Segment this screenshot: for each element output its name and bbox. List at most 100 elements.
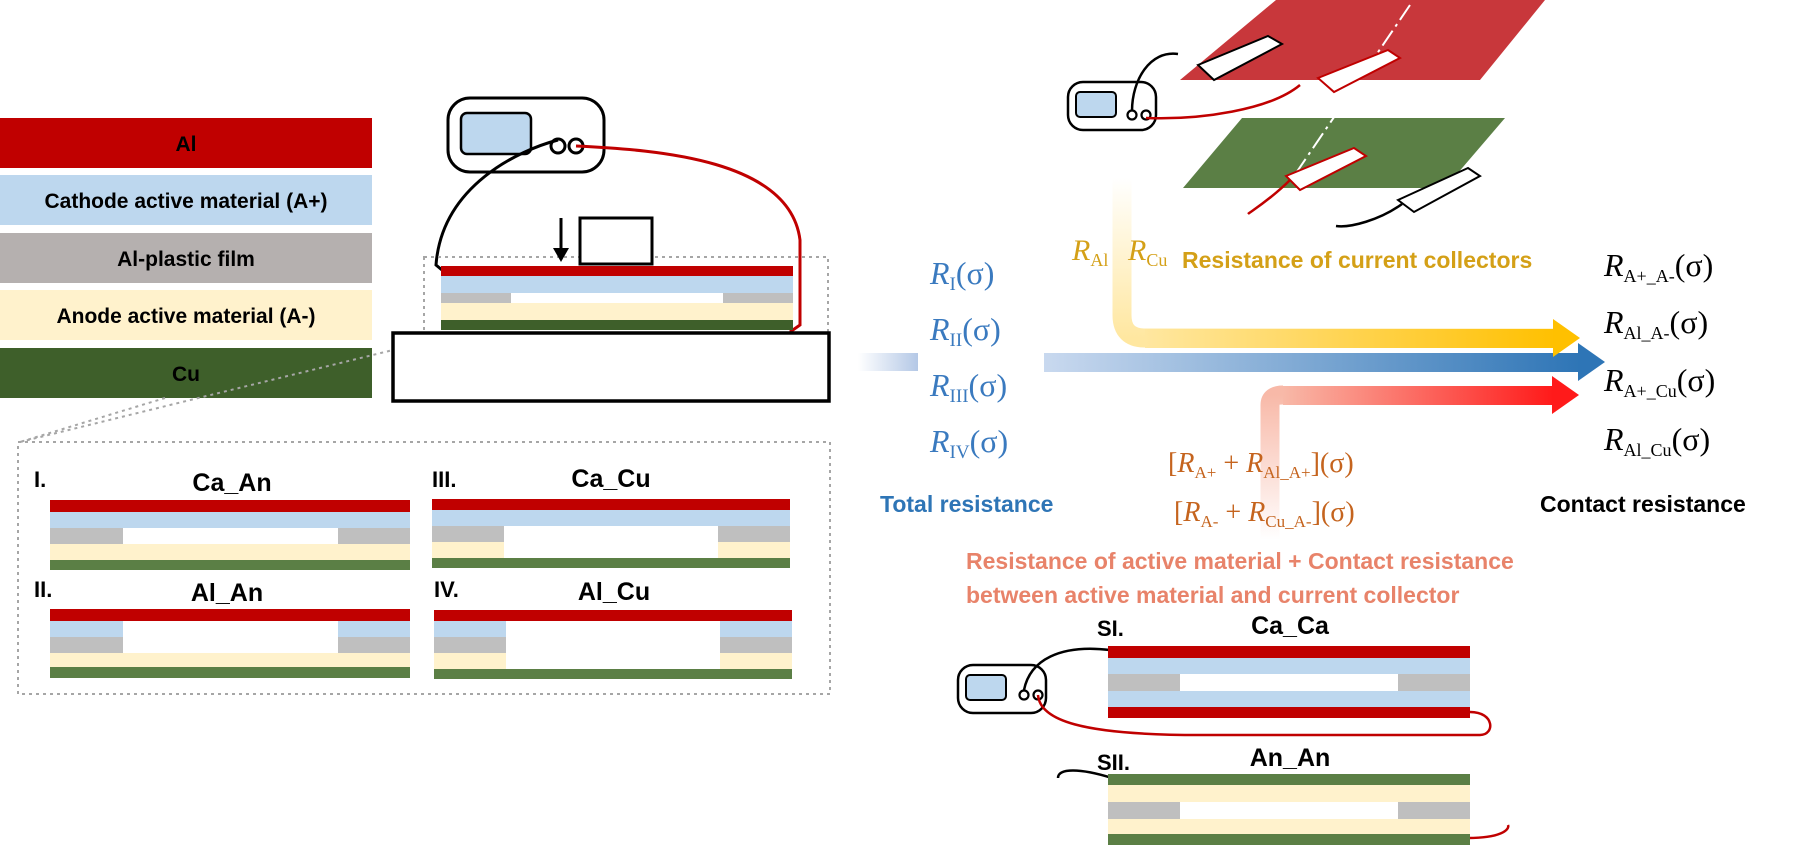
stack-cu	[441, 320, 793, 330]
stack-cathode	[441, 276, 793, 293]
legend-film-label: Al-plastic film	[117, 248, 255, 271]
active-label-line2: between active material and current coll…	[966, 582, 1459, 608]
active-term-1: [RA+ + RAl_A+](σ)	[1168, 448, 1354, 482]
layer-film-left	[434, 637, 506, 653]
layer-film-right	[338, 528, 410, 544]
config-al-cu: IV. Al_Cu	[434, 577, 792, 679]
configurations-frame	[17, 441, 831, 695]
layer-anode-right	[718, 542, 790, 558]
total-r2: RII(σ)	[929, 311, 1001, 351]
layer-film-right	[718, 526, 790, 542]
cell-ca-ca: SI. Ca_Ca	[1097, 612, 1470, 718]
layer-cu	[50, 667, 410, 678]
layer-al-top	[1108, 646, 1470, 658]
press-weight	[578, 216, 654, 266]
configurations-panel: I. Ca_An II. Al_An III. Ca_Cu	[17, 349, 831, 695]
config-ca-cu: III. Ca_Cu	[432, 465, 790, 568]
collector-r-al: RAl	[1071, 234, 1108, 270]
contact-resistance-group: RA+_A-(σ) RAl_A-(σ) RA+_Cu(σ) RAl_Cu(σ) …	[1540, 247, 1746, 517]
total-resistance-label: Total resistance	[880, 491, 1053, 517]
legend-anode-label: Anode active material (A-)	[56, 305, 315, 328]
legend-cu-label: Cu	[172, 363, 200, 386]
zoom-frame	[423, 256, 829, 335]
total-resistance-group: RI(σ) RII(σ) RIII(σ) RIV(σ) Total resist…	[880, 255, 1053, 517]
meter2-screen	[1075, 91, 1117, 118]
collector-arrow-vertical	[1112, 178, 1557, 348]
cell-name: Ca_Ca	[1251, 612, 1330, 640]
stack-film-left	[441, 293, 511, 303]
clip-wire-red	[1247, 179, 1291, 215]
center-line	[1289, 4, 1411, 183]
total-arrow-stub	[858, 353, 918, 371]
layer-cu	[434, 669, 792, 679]
cell-name: An_An	[1250, 744, 1331, 772]
layer-anode-right	[720, 653, 792, 669]
meter2-wire-black	[1130, 52, 1179, 112]
config-roman: I.	[34, 467, 46, 492]
legend-cathode-label: Cathode active material (A+)	[44, 190, 327, 213]
layer-film-right	[338, 637, 410, 653]
zoom-connector-inner	[19, 397, 166, 443]
probe-wire-black	[434, 138, 559, 272]
clip-black-top	[1196, 34, 1285, 82]
meter-setup	[391, 96, 831, 403]
legend-al-swatch	[0, 118, 372, 168]
al-sheet	[1180, 0, 1545, 80]
layer-cu-bottom	[1108, 834, 1470, 845]
layer-al	[434, 610, 792, 621]
layer-cathode-left	[434, 621, 506, 637]
collector-sheet-sketch	[1066, 0, 1545, 228]
cell-an-an: SII. An_An	[1097, 744, 1470, 845]
layer-al	[432, 499, 790, 510]
meter3-screen	[965, 674, 1007, 701]
config-name: Ca_Cu	[571, 465, 650, 493]
active-label-line1: Resistance of active material + Contact …	[966, 548, 1514, 574]
cell-roman: SI.	[1097, 616, 1124, 641]
layer-film-right	[1398, 674, 1470, 691]
material-legend: Al Cathode active material (A+) Al-plast…	[0, 118, 372, 398]
clip-red-bottom	[1284, 146, 1368, 192]
layer-cathode-left	[50, 621, 123, 637]
layer-cu	[50, 560, 410, 570]
layer-anode-top	[1108, 785, 1470, 802]
legend-al-label: Al	[176, 133, 197, 156]
layer-anode	[50, 653, 410, 667]
sii-wire-black	[1056, 769, 1113, 780]
collector-r-cu: RCu	[1127, 234, 1167, 270]
stack-anode	[441, 303, 793, 320]
collector-arrow-shaft	[1145, 329, 1557, 348]
stack-film-right	[723, 293, 793, 303]
contact-r4: RAl_Cu(σ)	[1603, 421, 1710, 460]
contact-r3: RA+_Cu(σ)	[1603, 362, 1715, 401]
layer-anode	[50, 544, 410, 560]
active-arrow-head	[1552, 376, 1579, 414]
active-material-group: [RA+ + RAl_A+](σ) [RA- + RCu_A-](σ) Resi…	[966, 448, 1514, 608]
meter3-terminal-left	[1018, 689, 1030, 701]
collector-resistance-label: Resistance of current collectors	[1182, 247, 1532, 273]
clip-red-top	[1316, 48, 1402, 94]
layer-anode-left	[434, 653, 506, 669]
config-al-an: II. Al_An	[34, 577, 410, 678]
layer-anode-left	[432, 542, 504, 558]
stack-al	[441, 266, 793, 276]
layer-cu-top	[1108, 774, 1470, 785]
layer-film-left	[1108, 802, 1180, 819]
cell-roman: SII.	[1097, 750, 1130, 775]
config-name: Al_Cu	[578, 578, 650, 606]
layer-cathode-top	[1108, 658, 1470, 674]
flow-arrows	[858, 178, 1605, 540]
layer-cu	[432, 558, 790, 568]
collector-arrow-head	[1553, 319, 1580, 357]
layer-al-bottom	[1108, 707, 1470, 718]
layer-film-left	[50, 528, 123, 544]
layer-film-right	[1398, 802, 1470, 819]
legend-cu-swatch	[0, 348, 372, 398]
meter2-wire-red	[1145, 84, 1301, 120]
layer-anode-bottom	[1108, 819, 1470, 834]
layer-cathode	[50, 512, 410, 528]
press-arrow-head	[553, 248, 569, 262]
config-roman: II.	[34, 577, 52, 602]
active-term-2: [RA- + RCu_A-](σ)	[1174, 497, 1355, 531]
contact-resistance-label: Contact resistance	[1540, 491, 1746, 517]
